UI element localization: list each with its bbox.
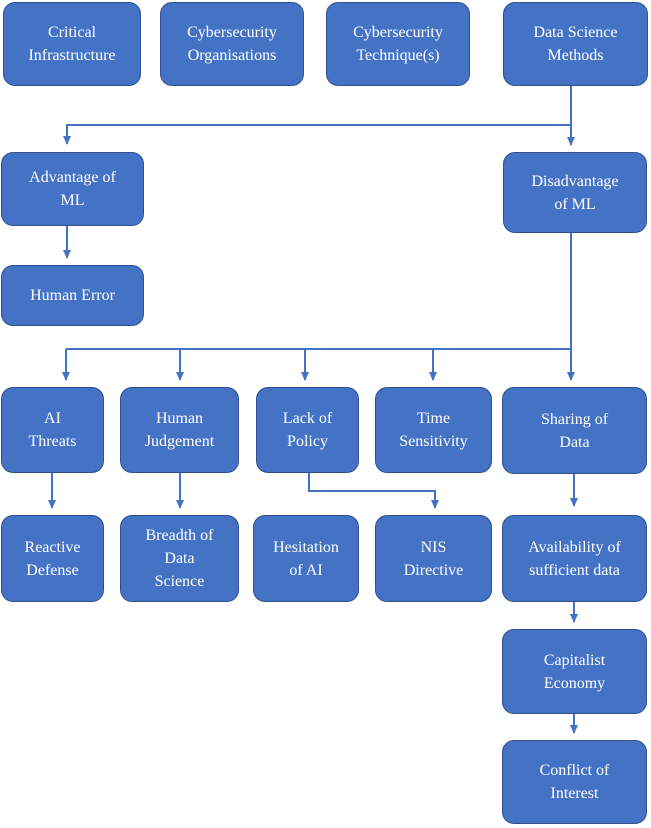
node-cybersecurity-techniques: Cybersecurity Technique(s): [326, 2, 470, 86]
node-critical-infrastructure: Critical Infrastructure: [3, 2, 141, 86]
node-human-judgement: Human Judgement: [120, 387, 239, 473]
node-sharing-of-data: Sharing of Data: [502, 387, 647, 474]
node-reactive-defense: Reactive Defense: [1, 515, 104, 602]
node-ai-threats: AI Threats: [1, 387, 104, 473]
node-human-error: Human Error: [1, 265, 144, 326]
node-nis-directive: NIS Directive: [375, 515, 492, 602]
node-hesitation-of-ai: Hesitation of AI: [253, 515, 359, 602]
node-conflict-of-interest: Conflict of Interest: [502, 740, 647, 824]
node-availability-of-sufficient-data: Availability of sufficient data: [502, 515, 647, 602]
node-capitalist-economy: Capitalist Economy: [502, 629, 647, 714]
node-advantage-of-ml: Advantage of ML: [1, 152, 144, 226]
node-time-sensitivity: Time Sensitivity: [375, 387, 492, 473]
connector-dsm-to-advantage: [63, 124, 571, 145]
node-data-science-methods: Data Science Methods: [503, 2, 648, 86]
node-cybersecurity-organisations: Cybersecurity Organisations: [160, 2, 304, 86]
node-disadvantage-of-ml: Disadvantage of ML: [503, 152, 647, 233]
node-breadth-of-data-science: Breadth of Data Science: [120, 515, 239, 602]
connector-lack-of-policy-to-nis-directive: [308, 473, 439, 509]
node-lack-of-policy: Lack of Policy: [256, 387, 359, 473]
